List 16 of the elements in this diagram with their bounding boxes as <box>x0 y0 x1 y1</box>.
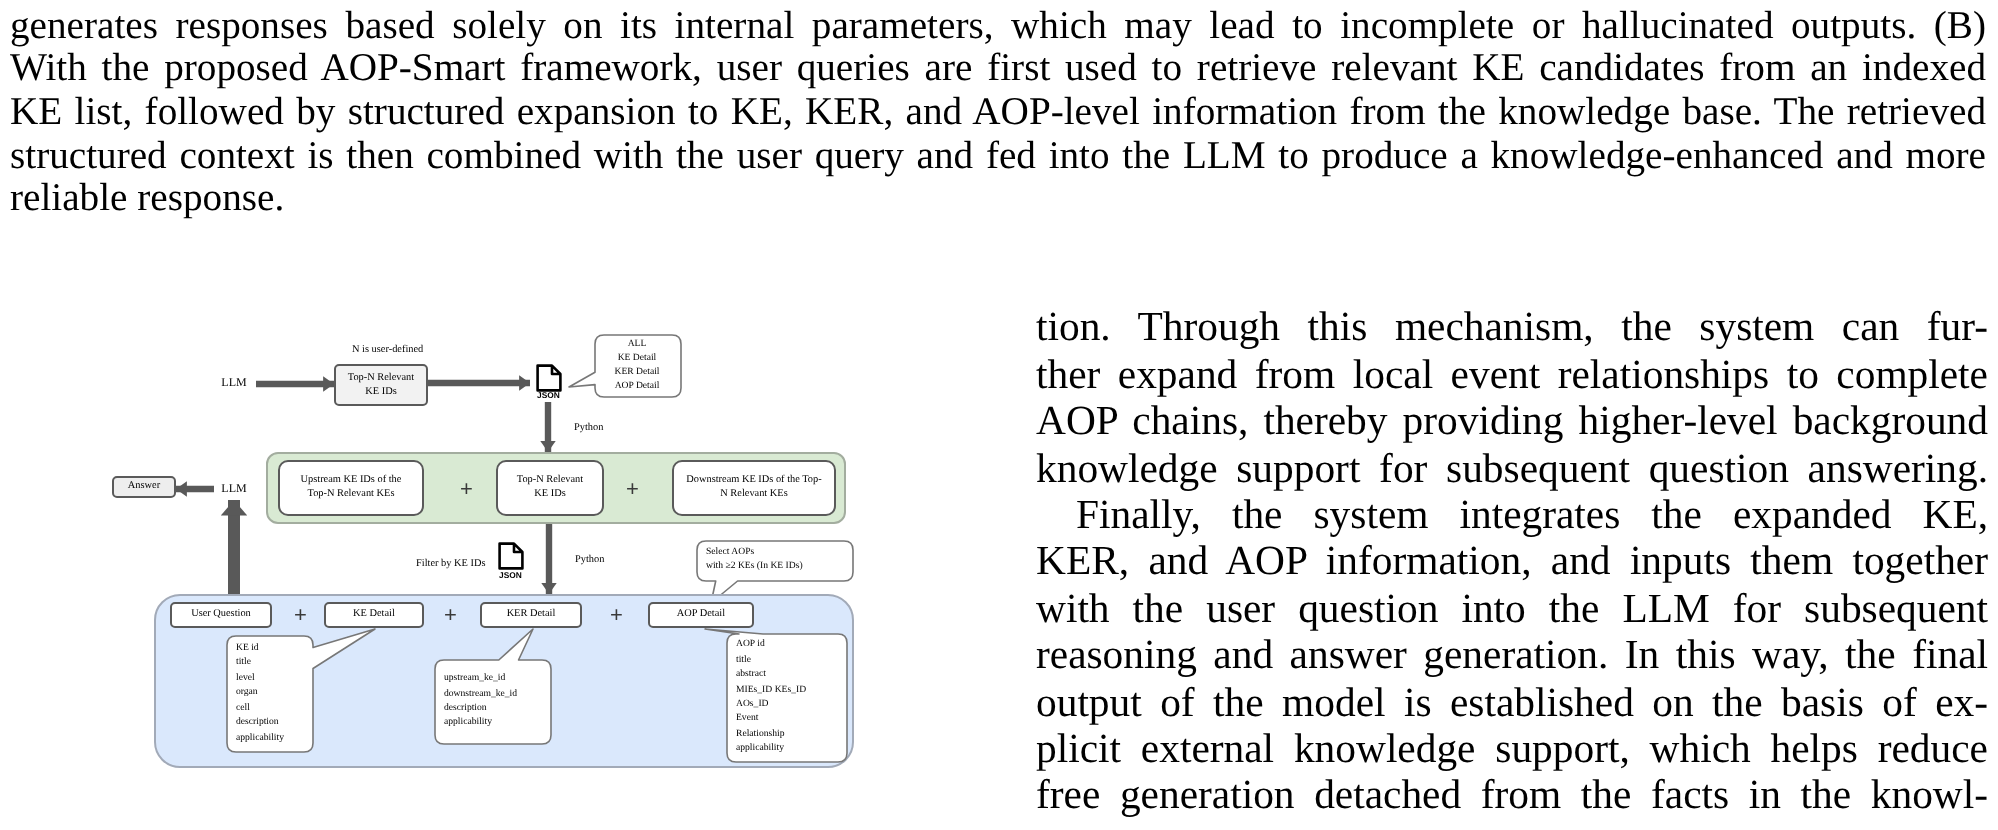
body-paragraph: Finally, the system integrates the expanded KE, KER, and AOP information, and inputs them together with the user question into the LLM for subsequent reasoning and answer generation. In this way, the final output of the model is established on the basis of ex- plicit external knowledge support, which helps reduce free generation detached from the facts in the knowl- <box>1036 494 1988 822</box>
plus-sign: + <box>610 603 623 627</box>
arrow <box>176 483 214 495</box>
arrow <box>543 524 555 594</box>
caption-text: generates responses based solely on its internal parameters, which may lead to incomplete or hallucinated outputs. (B) With the proposed AOP-Smart framework, user queries are first used to retrieve relevant KE candidates from an indexed KE list, followed by structured expansion to KE, KER, and AOP-level information from the knowledge base. The retrieved structured context is then combined with the user query and fed into the LLM to produce a knowledge-enhanced and more reliable response. <box>10 5 1986 223</box>
arrow <box>428 377 530 389</box>
plus-sign: + <box>294 603 307 627</box>
arrow <box>542 402 554 452</box>
body-paragraph: tion. Through this mechanism, the system can fur- ther expand from local event relationships to complete AOP chains, thereby providing higher-level background knowledge support for subsequent question answering. <box>1036 306 1988 494</box>
group-panel <box>266 452 846 524</box>
group-panel <box>154 594 854 768</box>
arrow <box>256 378 334 390</box>
arrow <box>226 500 242 594</box>
plus-sign: + <box>460 478 473 502</box>
plus-sign: + <box>626 478 639 502</box>
plus-sign: + <box>444 603 457 627</box>
